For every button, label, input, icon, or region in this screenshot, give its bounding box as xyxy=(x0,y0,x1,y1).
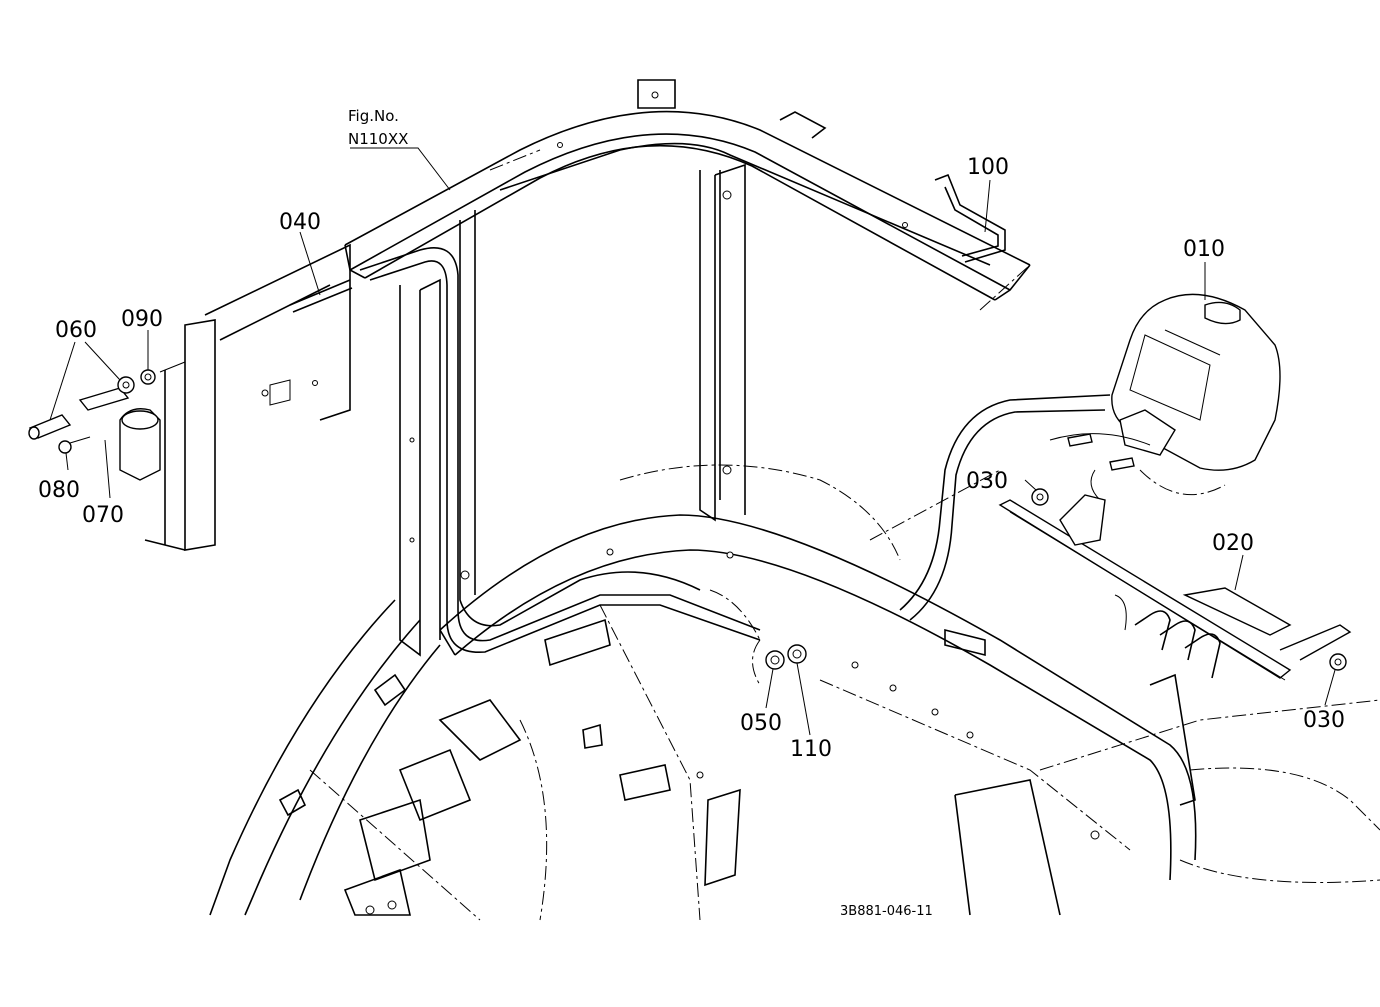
figure-ref-line1: Fig.No. xyxy=(348,107,399,125)
part-060-joint xyxy=(28,376,135,440)
part-030-nut-upper xyxy=(1031,488,1049,506)
part-080-bolt xyxy=(58,436,91,454)
cab-frame-rear-pillars xyxy=(399,163,746,657)
lower-brackets xyxy=(343,673,1196,916)
part-040-pipe xyxy=(289,279,353,313)
part-020-bracket xyxy=(998,494,1352,681)
cab-frame-lower-rail xyxy=(439,514,1197,881)
callout-100: 100 xyxy=(967,155,1009,180)
callout-020: 020 xyxy=(1212,531,1254,556)
left-bracket-assembly xyxy=(144,243,351,551)
figure-ref-line2: N110XX xyxy=(348,130,408,148)
floor-panels xyxy=(309,149,1380,921)
callout-080: 080 xyxy=(38,478,80,503)
washer-hose xyxy=(359,142,1111,653)
cab-frame-top-rail xyxy=(344,79,1031,301)
part-070-clamp xyxy=(119,408,161,481)
callout-040: 040 xyxy=(279,210,321,235)
part-100-hose xyxy=(934,173,1006,263)
part-010-washer-tank xyxy=(1049,293,1281,501)
callout-030-upper: 030 xyxy=(966,469,1008,494)
callout-050: 050 xyxy=(740,711,782,736)
leader-lines xyxy=(49,147,1336,736)
part-050-nut xyxy=(765,650,785,670)
callout-010: 010 xyxy=(1183,237,1225,262)
part-030-nut-right xyxy=(1329,653,1347,671)
callout-090: 090 xyxy=(121,307,163,332)
callout-070: 070 xyxy=(82,503,124,528)
callout-110: 110 xyxy=(790,737,832,762)
cab-frame-front-pillar xyxy=(209,599,441,916)
drawing-code: 3B881-046-11 xyxy=(840,904,933,919)
callout-060: 060 xyxy=(55,318,97,343)
callout-030-right: 030 xyxy=(1303,708,1345,733)
